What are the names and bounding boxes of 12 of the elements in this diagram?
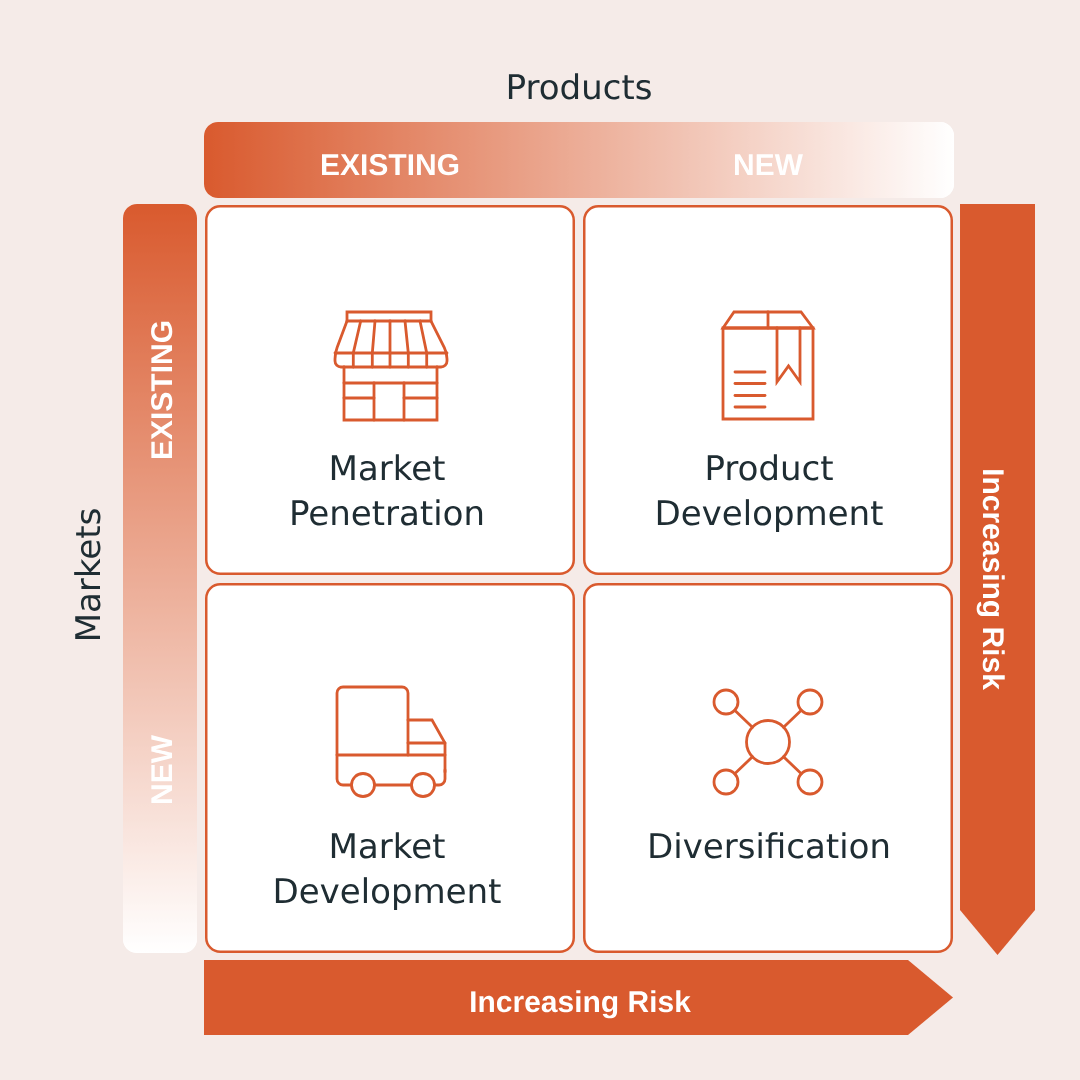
axis-title: Markets — [74, 509, 101, 639]
axis-title: Products — [508, 73, 651, 100]
node-label: EXISTING — [151, 321, 173, 459]
node-label: NEW — [735, 154, 803, 176]
node-label: NEW — [151, 735, 172, 803]
node-label: EXISTING — [322, 154, 459, 176]
quadrant-box: Market Penetration — [205, 205, 575, 575]
quadrant-box: Product Development — [583, 205, 953, 575]
quadrant-box: Market Development — [205, 583, 575, 953]
header-band: EXISTING NEW — [204, 122, 954, 198]
header-band: EXISTING NEW — [123, 204, 197, 953]
quadrant-box: Diversification — [583, 583, 953, 953]
